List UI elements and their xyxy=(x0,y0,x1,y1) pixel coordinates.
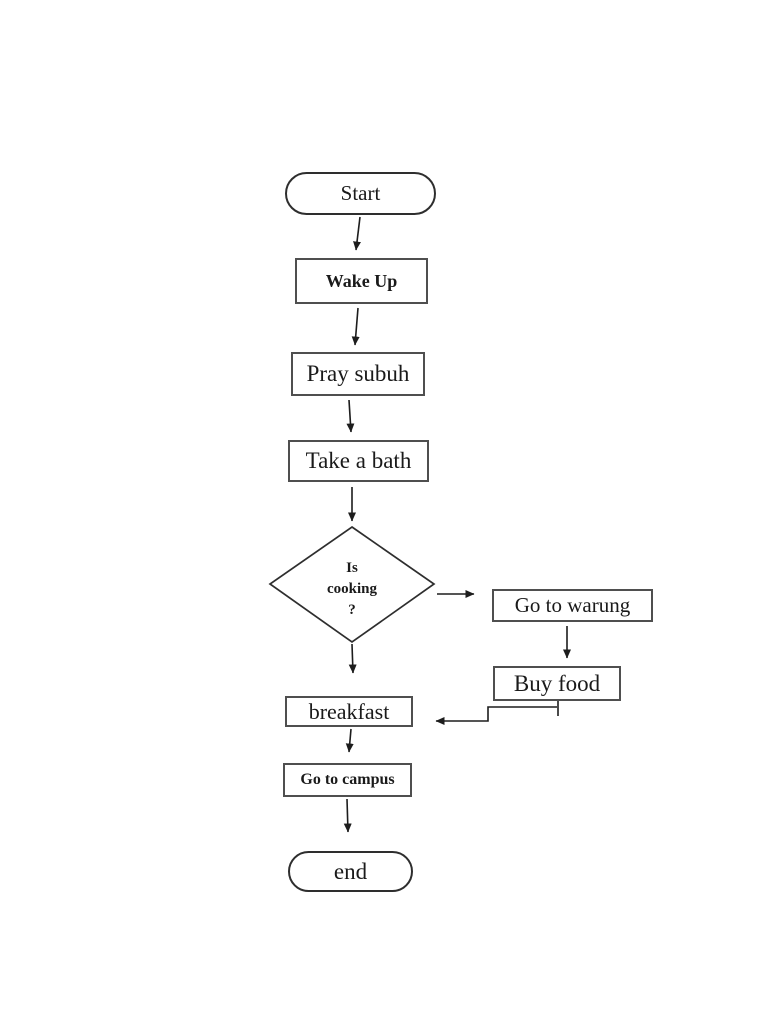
flowchart-node-take-a-bath: Take a bath xyxy=(288,440,429,482)
flowchart-node-buy-food: Buy food xyxy=(493,666,621,701)
node-label: Go to campus xyxy=(300,771,395,788)
node-label: Pray subuh xyxy=(306,361,410,386)
flowchart-node-is-cooking: Is cooking ? xyxy=(292,556,412,622)
flowchart-node-go-to-warung: Go to warung xyxy=(492,589,653,622)
arrow-go-to-campus-to-end xyxy=(343,798,352,833)
flowchart-node-start: Start xyxy=(285,172,436,215)
node-label: Take a bath xyxy=(305,448,412,473)
decision-label-line-1: Is xyxy=(346,559,358,576)
node-label: Start xyxy=(340,181,381,205)
arrow-pray-subuh-to-take-a-bath xyxy=(346,399,355,433)
flowchart-node-go-to-campus: Go to campus xyxy=(283,763,412,797)
flowchart-node-breakfast: breakfast xyxy=(285,696,413,727)
flowchart-node-wake-up: Wake Up xyxy=(295,258,428,304)
decision-label-line-3: ? xyxy=(348,601,356,618)
node-label: Go to warung xyxy=(514,593,631,617)
node-label: end xyxy=(333,858,368,884)
flowchart-node-pray-subuh: Pray subuh xyxy=(291,352,425,396)
decision-diamond-shape xyxy=(268,525,436,644)
arrow-decision-to-breakfast xyxy=(348,643,357,674)
arrow-breakfast-to-go-to-campus xyxy=(345,728,354,753)
node-label: Wake Up xyxy=(325,270,398,291)
node-label: breakfast xyxy=(308,698,390,724)
flowchart-node-end: end xyxy=(288,851,413,892)
arrow-wake-up-to-pray-subuh xyxy=(351,307,360,346)
arrow-buy-food-to-breakfast xyxy=(435,706,557,725)
decision-label-line-2: cooking xyxy=(326,580,377,597)
arrow-start-to-wake-up xyxy=(353,216,361,251)
node-label: Buy food xyxy=(513,670,601,696)
